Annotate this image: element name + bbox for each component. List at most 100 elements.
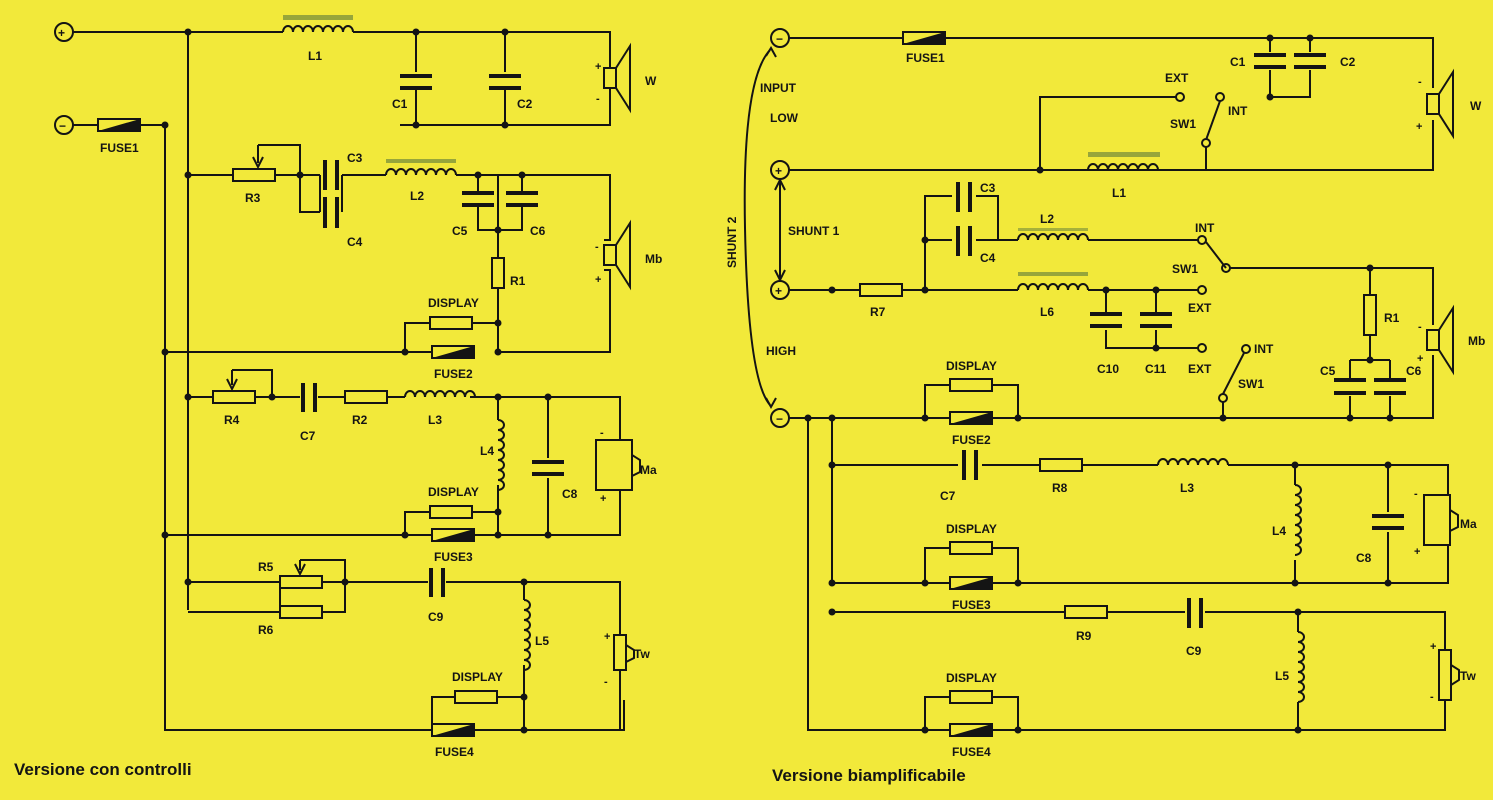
svg-text:INT: INT: [1195, 221, 1215, 235]
svg-text:+: +: [1417, 353, 1423, 365]
svg-text:FUSE2: FUSE2: [434, 367, 473, 381]
left-woofer-label: W: [645, 74, 657, 88]
svg-text:-: -: [1418, 321, 1422, 333]
svg-text:+: +: [604, 631, 610, 643]
svg-text:-: -: [604, 676, 608, 688]
right-L5-inductor: [1297, 631, 1305, 703]
svg-text:L4: L4: [1272, 524, 1286, 538]
right-L4-inductor: [1294, 484, 1302, 556]
svg-text:FUSE1: FUSE1: [906, 51, 945, 65]
left-wiring: [73, 31, 625, 731]
right-L6-inductor: [1017, 283, 1089, 291]
svg-text:L3: L3: [428, 413, 442, 427]
svg-text:DISPLAY: DISPLAY: [946, 359, 997, 373]
svg-text:C11: C11: [1145, 362, 1167, 376]
svg-text:C9: C9: [1186, 644, 1202, 658]
svg-text:R6: R6: [258, 623, 274, 637]
svg-text:FUSE4: FUSE4: [952, 745, 991, 759]
svg-text:W: W: [1470, 99, 1482, 113]
svg-text:DISPLAY: DISPLAY: [946, 522, 997, 536]
left-tweeter-speaker: [613, 634, 627, 671]
svg-text:Tw: Tw: [634, 647, 650, 661]
right-fuse1: [902, 31, 946, 45]
left-R3-label: R3: [245, 191, 261, 205]
right-R8-resistor: [1039, 458, 1083, 472]
svg-text:FUSE4: FUSE4: [435, 745, 474, 759]
svg-text:Tw: Tw: [1460, 669, 1476, 683]
left-L4-inductor: [497, 419, 505, 491]
left-caption: Versione con controlli: [14, 760, 192, 779]
right-woofer-speaker: [1426, 71, 1454, 137]
svg-text:-: -: [596, 93, 600, 105]
left-R4-potentiometer: [212, 390, 256, 404]
left-R5-potentiometer: [279, 575, 323, 589]
right-midrange-speaker: [1423, 494, 1451, 546]
svg-text:C4: C4: [347, 235, 363, 249]
svg-text:-: -: [600, 427, 604, 439]
left-C1-label: C1: [392, 97, 408, 111]
left-woofer-speaker: [603, 45, 631, 111]
left-junctions: [161, 28, 552, 734]
svg-text:+: +: [1416, 121, 1422, 133]
svg-text:+: +: [595, 61, 601, 73]
right-sw1-high-switch: [1222, 352, 1245, 395]
svg-text:R1: R1: [1384, 311, 1400, 325]
svg-text:C7: C7: [940, 489, 956, 503]
svg-text:FUSE2: FUSE2: [952, 433, 991, 447]
svg-text:SW1: SW1: [1170, 117, 1196, 131]
right-tweeter-speaker: [1438, 649, 1452, 701]
svg-text:EXT: EXT: [1188, 301, 1212, 315]
left-midbass-speaker: [603, 222, 631, 288]
right-R1-resistor: [1363, 294, 1377, 336]
svg-text:L4: L4: [480, 444, 494, 458]
right-sw1-mid-switch: [1205, 241, 1227, 269]
right-L3-inductor: [1157, 458, 1229, 466]
left-L1-core: [283, 15, 353, 20]
left-circuit: + − L1 C1 C2 + - W FUSE1 R3 C3 C4 L2 C5 …: [54, 15, 662, 759]
left-fuse1-label: FUSE1: [100, 141, 139, 155]
svg-text:C8: C8: [562, 487, 578, 501]
svg-text:C3: C3: [980, 181, 996, 195]
svg-text:C1: C1: [1230, 55, 1246, 69]
svg-text:C7: C7: [300, 429, 316, 443]
right-low-label: LOW: [770, 111, 799, 125]
svg-text:L5: L5: [1275, 669, 1289, 683]
svg-text:+: +: [1430, 641, 1436, 653]
left-R2-resistor: [344, 390, 388, 404]
svg-text:+: +: [595, 274, 601, 286]
svg-text:R4: R4: [224, 413, 240, 427]
svg-text:INT: INT: [1228, 104, 1248, 118]
svg-text:C10: C10: [1097, 362, 1119, 376]
svg-text:FUSE3: FUSE3: [434, 550, 473, 564]
svg-text:L1: L1: [1112, 186, 1126, 200]
right-fuse3: [949, 576, 993, 590]
left-L1-inductor: [282, 25, 354, 33]
svg-text:R5: R5: [258, 560, 274, 574]
svg-text:C6: C6: [1406, 364, 1422, 378]
right-display-1: [949, 378, 993, 392]
right-fuse4: [949, 723, 993, 737]
svg-text:C5: C5: [452, 224, 468, 238]
right-high-label: HIGH: [766, 344, 796, 358]
right-input-label: INPUT: [760, 81, 797, 95]
svg-text:-: -: [1418, 76, 1422, 88]
right-R9-resistor: [1064, 605, 1108, 619]
svg-text:Ma: Ma: [1460, 517, 1477, 531]
right-fuse2: [949, 411, 993, 425]
left-negative-sign: −: [59, 119, 66, 133]
svg-text:C8: C8: [1356, 551, 1372, 565]
right-sw1-low-switch: [1205, 100, 1221, 141]
svg-text:Mb: Mb: [1468, 334, 1485, 348]
left-R3-potentiometer: [232, 168, 276, 182]
svg-text:+: +: [1414, 546, 1420, 558]
left-fuse4: [431, 723, 475, 737]
svg-text:R7: R7: [870, 305, 886, 319]
left-C2-label: C2: [517, 97, 533, 111]
right-display-3: [949, 690, 993, 704]
svg-text:EXT: EXT: [1188, 362, 1212, 376]
svg-text:L3: L3: [1180, 481, 1194, 495]
svg-text:INT: INT: [1254, 342, 1274, 356]
right-caption: Versione biamplificabile: [772, 766, 966, 785]
